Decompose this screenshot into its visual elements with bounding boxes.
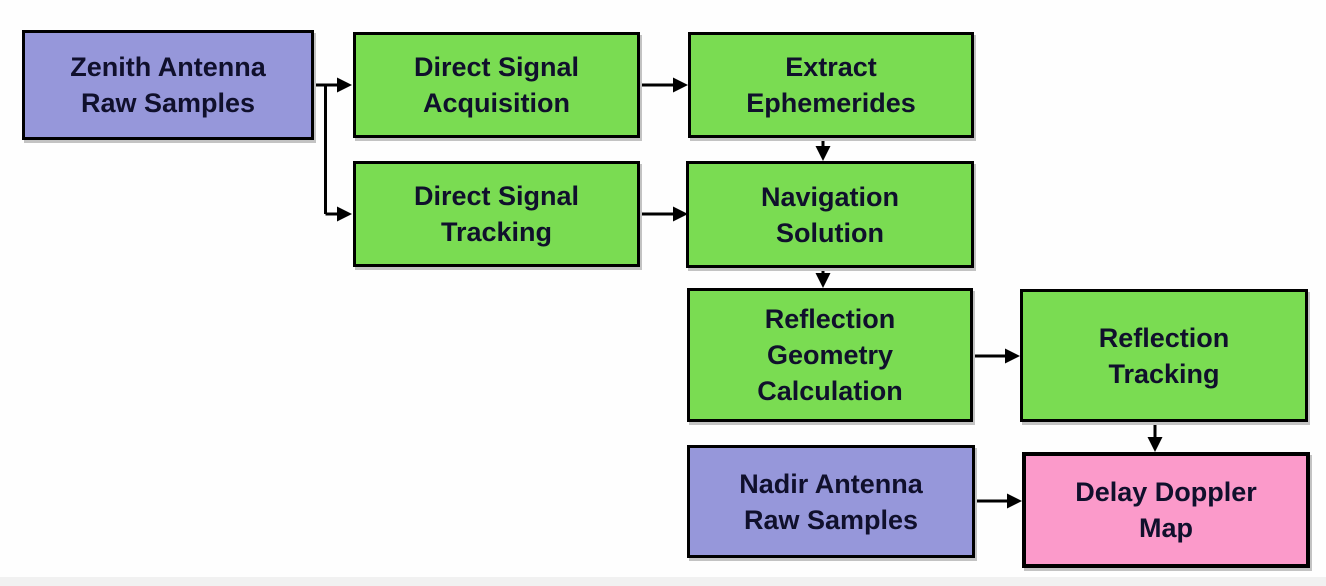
connector-navigation-to-geometry <box>815 268 831 288</box>
node-zenith-antenna-raw-samples: Zenith Antenna Raw Samples <box>22 30 314 140</box>
connector-acquisition-to-ephemerides <box>640 77 688 93</box>
connector-tracking-to-navigation <box>640 206 688 222</box>
connector-geometry-to-reflection-tracking <box>973 348 1020 364</box>
node-label-nadir-antenna-raw-samples: Nadir Antenna Raw Samples <box>739 468 923 535</box>
node-extract-ephemerides: Extract Ephemerides <box>688 32 974 138</box>
node-reflection-geometry-calculation: Reflection Geometry Calculation <box>687 288 973 422</box>
node-reflection-tracking: Reflection Tracking <box>1020 289 1308 422</box>
node-label-reflection-geometry-calculation: Reflection Geometry Calculation <box>757 304 903 406</box>
node-nadir-antenna-raw-samples: Nadir Antenna Raw Samples <box>687 445 975 558</box>
connector-zenith-to-direct-signal-tracking <box>325 206 352 222</box>
node-direct-signal-acquisition: Direct Signal Acquisition <box>353 32 640 138</box>
connector-zenith-to-direct-signal-acquisition <box>325 77 352 93</box>
node-delay-doppler-map: Delay Doppler Map <box>1022 452 1310 568</box>
node-navigation-solution: Navigation Solution <box>686 161 974 268</box>
node-label-direct-signal-acquisition: Direct Signal Acquisition <box>413 52 580 118</box>
connector-nadir-to-ddm <box>975 493 1022 509</box>
node-label-direct-signal-tracking: Direct Signal Tracking <box>413 181 580 247</box>
page-edge-shade <box>0 577 1326 586</box>
connector-reflection-tracking-to-ddm <box>1147 422 1163 452</box>
node-label-navigation-solution: Navigation Solution <box>760 181 900 248</box>
node-label-reflection-tracking: Reflection Tracking <box>1098 322 1230 389</box>
node-label-delay-doppler-map: Delay Doppler Map <box>1075 477 1257 543</box>
connector-zenith-branch <box>314 83 327 214</box>
node-direct-signal-tracking: Direct Signal Tracking <box>353 161 640 267</box>
node-label-extract-ephemerides: Extract Ephemerides <box>746 52 916 118</box>
connector-ephemerides-to-navigation <box>815 138 831 161</box>
node-label-zenith-antenna-raw-samples: Zenith Antenna Raw Samples <box>70 52 266 118</box>
